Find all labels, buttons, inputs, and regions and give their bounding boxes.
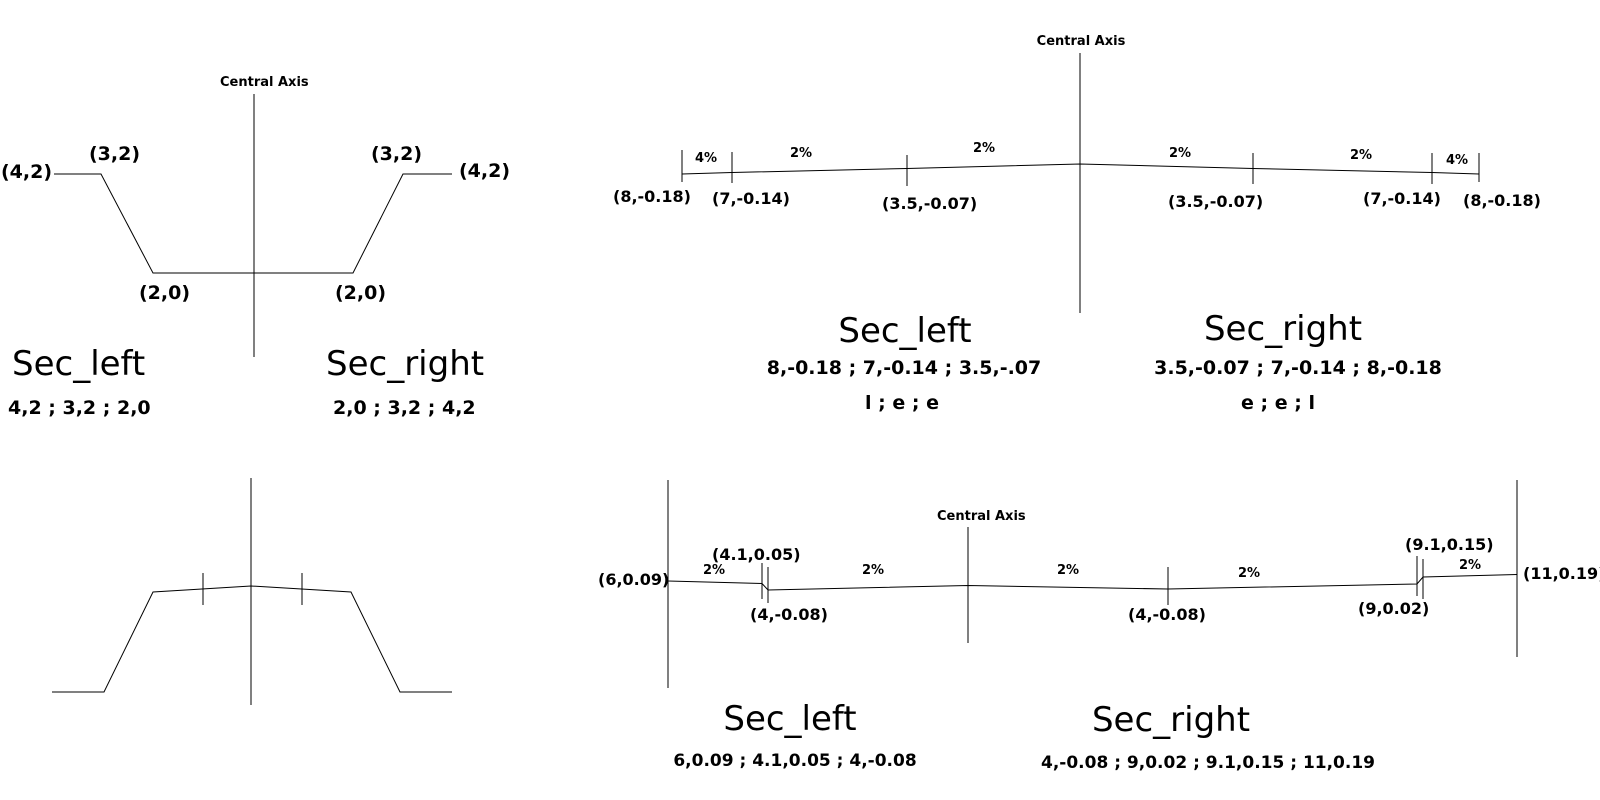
section-point-list: 3.5,-0.07 ; 7,-0.14 ; 8,-0.18 bbox=[1154, 357, 1442, 379]
point-label: (11,0.19) bbox=[1523, 564, 1600, 583]
section-point-list: 4,-0.08 ; 9,0.02 ; 9.1,0.15 ; 11,0.19 bbox=[1041, 753, 1375, 773]
slope-label: 4% bbox=[1445, 153, 1469, 168]
central-axis-label: Central Axis bbox=[937, 509, 1026, 524]
section-title: Sec_left bbox=[12, 344, 146, 384]
bottom-left-section bbox=[52, 478, 452, 705]
section-code-list: e ; e ; l bbox=[1241, 392, 1315, 414]
section-point-list: 6,0.09 ; 4.1,0.05 ; 4,-0.08 bbox=[673, 751, 917, 771]
section-title: Sec_right bbox=[1091, 700, 1251, 740]
section-point-list: 2,0 ; 3,2 ; 4,2 bbox=[333, 397, 476, 419]
section-point-list: 4,2 ; 3,2 ; 2,0 bbox=[8, 397, 151, 419]
section-title: Sec_right bbox=[326, 344, 485, 384]
central-axis-label: Central Axis bbox=[220, 75, 309, 90]
point-label: (8,-0.18) bbox=[613, 187, 691, 206]
slope-label: 2% bbox=[702, 563, 726, 578]
slope-label: 2% bbox=[1349, 148, 1373, 163]
point-label: (4,2) bbox=[459, 160, 511, 182]
point-label: (3,2) bbox=[89, 143, 141, 165]
point-label: (6,0.09) bbox=[598, 570, 670, 589]
slope-label: 4% bbox=[694, 151, 718, 166]
section-code-list: l ; e ; e bbox=[865, 392, 939, 414]
point-label: (7,-0.14) bbox=[712, 189, 790, 208]
slope-label: 2% bbox=[1056, 563, 1080, 578]
surface-line bbox=[667, 574, 1518, 591]
point-label: (3.5,-0.07) bbox=[882, 194, 978, 213]
top-left-section bbox=[54, 94, 452, 357]
slope-label: 2% bbox=[1458, 558, 1482, 573]
slope-label: 2% bbox=[789, 146, 813, 161]
point-label: (3,2) bbox=[371, 143, 423, 165]
point-label: (7,-0.14) bbox=[1363, 189, 1441, 208]
point-label: (9,0.02) bbox=[1358, 599, 1430, 618]
slope-label: 2% bbox=[1237, 566, 1261, 581]
point-label: (9.1,0.15) bbox=[1405, 535, 1494, 554]
central-axis-label: Central Axis bbox=[1036, 34, 1126, 49]
point-label: (4.1,0.05) bbox=[712, 545, 801, 564]
point-label: (8,-0.18) bbox=[1463, 191, 1541, 210]
point-label: (4,2) bbox=[1, 161, 53, 183]
slope-label: 2% bbox=[861, 563, 885, 578]
section-title: Sec_right bbox=[1203, 309, 1363, 349]
point-label: (4,-0.08) bbox=[750, 605, 828, 624]
point-label: (2,0) bbox=[139, 282, 191, 304]
top-right-section bbox=[681, 53, 1480, 313]
bottom-right-section bbox=[667, 480, 1518, 688]
channel-outline bbox=[54, 173, 452, 274]
slope-label: 2% bbox=[972, 141, 996, 156]
section-point-list: 8,-0.18 ; 7,-0.14 ; 3.5,-.07 bbox=[766, 357, 1042, 379]
slope-label: 2% bbox=[1168, 146, 1192, 161]
embankment-outline bbox=[52, 585, 452, 693]
section-title: Sec_left bbox=[723, 699, 857, 739]
point-label: (3.5,-0.07) bbox=[1168, 192, 1264, 211]
point-label: (4,-0.08) bbox=[1128, 605, 1206, 624]
point-label: (2,0) bbox=[335, 282, 387, 304]
section-title: Sec_left bbox=[838, 311, 972, 351]
